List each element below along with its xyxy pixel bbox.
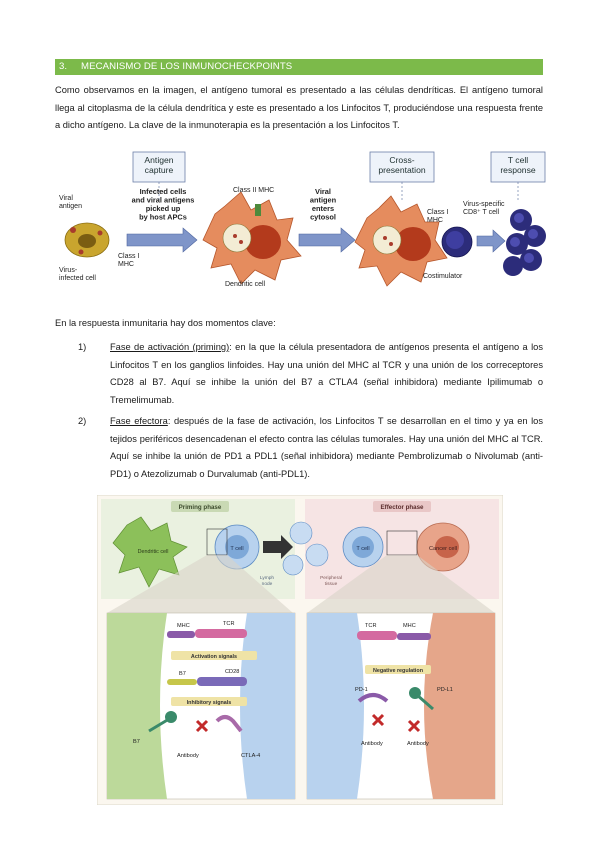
ctla4-label: CTLA-4: [241, 753, 260, 759]
list-body: : después de la fase de activación, los …: [110, 416, 543, 479]
checkpoint-figure: Priming phase Effector phase Dendritic c…: [97, 495, 503, 805]
antibody-left-label: Antibody: [177, 753, 199, 759]
antigen-capture-box: [132, 151, 186, 183]
section-title: MECANISMO DE LOS INMUNOCHECKPOINTS: [81, 61, 293, 72]
dendritic-membrane: [107, 613, 167, 799]
cross-presentation-box: [369, 151, 435, 183]
class2-mhc-marker: [255, 204, 261, 216]
effector-phase-title: Effector phase: [381, 504, 425, 511]
phase-arrow: [263, 535, 293, 559]
antibody-right2-label: Antibody: [407, 741, 429, 747]
negative-regulation-label: Negative regulation: [373, 668, 423, 674]
tcr-left-label: TCR: [223, 621, 235, 627]
intro-paragraph: Como observamos en la imagen, el antígen…: [55, 85, 543, 131]
t-cell-membrane-left: [240, 613, 295, 799]
inhibitory-signals-label: Inhibitory signals: [187, 700, 232, 706]
list-text: Fase efectora: después de la fase de act…: [110, 413, 543, 483]
antibody-right1-label: Antibody: [361, 741, 383, 747]
t-cell-left-caption: T cell: [230, 546, 243, 552]
b7-top-label: B7: [179, 671, 186, 677]
list-term: Fase de activación (priming): [110, 342, 230, 352]
list-term: Fase efectora: [110, 416, 168, 426]
class2-mhc-label: Class II MHC: [233, 187, 274, 194]
moments-paragraph: En la respuesta inmunitaria hay dos mome…: [55, 318, 276, 328]
capture-arrow: [126, 227, 198, 253]
dendritic-cell-green: [112, 516, 188, 588]
dendritic-cell-label: Dendritic cell: [225, 281, 266, 288]
list-text: Fase de activación (priming): en la que …: [110, 339, 543, 409]
t-cell-response-cluster: [503, 209, 546, 276]
t-cell-membrane-right: [307, 613, 364, 799]
tcr-right-label: TCR: [365, 623, 377, 629]
section-header-bar: 3. MECANISMO DE LOS INMUNOCHECKPOINTS: [55, 59, 543, 75]
b7-bottom-label: B7: [133, 739, 140, 745]
cancer-cell-caption: Cancer cell: [429, 546, 457, 552]
cytosol-arrow: [298, 227, 356, 253]
mhc-right-label: MHC: [403, 623, 416, 629]
list-number: 2): [78, 416, 87, 426]
cancer-membrane: [424, 613, 495, 799]
dendritic-cell-caption: Dendritic cell: [138, 549, 169, 555]
response-arrow: [476, 229, 506, 253]
cross-presentation-label: Cross-presentation: [378, 155, 426, 175]
pd1-label: PD-1: [355, 687, 368, 693]
mhc-left-label: MHC: [177, 623, 190, 629]
section-number: 3.: [59, 61, 68, 72]
list-number: 1): [78, 342, 87, 352]
t-cell-right-caption: T cell: [356, 546, 369, 552]
activation-signals-label: Activation signals: [191, 654, 237, 660]
pdl1-label: PD-L1: [437, 687, 453, 693]
cd28-label: CD28: [225, 669, 239, 675]
priming-phase-title: Priming phase: [179, 504, 222, 511]
costimulator-label: Costimulator: [423, 273, 463, 280]
virus-infected-label: Virus-infected cell: [59, 267, 96, 282]
list-body: : en la que la célula presentadora de an…: [110, 342, 543, 405]
